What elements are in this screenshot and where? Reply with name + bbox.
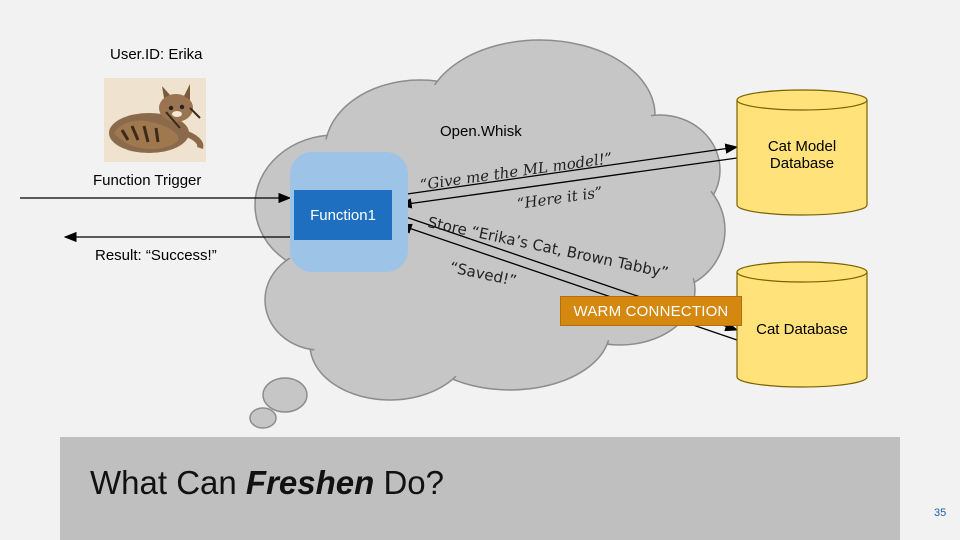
user-id-label: User.ID: Erika bbox=[110, 46, 203, 63]
cat-database-label: Cat Database bbox=[756, 321, 848, 338]
result-label: Result: “Success!” bbox=[95, 247, 217, 264]
function-trigger-label: Function Trigger bbox=[93, 172, 202, 189]
warm-connection-badge: WARM CONNECTION bbox=[560, 296, 742, 326]
openwhisk-label: Open.Whisk bbox=[440, 123, 522, 140]
banner-title-prefix: What Can bbox=[90, 464, 246, 501]
cat-database bbox=[736, 261, 868, 388]
banner-title-emphasis: Freshen bbox=[245, 464, 375, 501]
return-model-arrow bbox=[398, 157, 738, 209]
page-number: 35 bbox=[934, 507, 947, 519]
banner-title: What Can Freshen Do? bbox=[90, 464, 444, 502]
bottom-banner bbox=[60, 437, 900, 540]
cat-model-database-label: Cat Model Database bbox=[767, 138, 837, 172]
cat-model-database bbox=[736, 89, 868, 216]
banner-title-suffix: Do? bbox=[374, 464, 444, 501]
cat-photo bbox=[104, 78, 206, 162]
request-model-arrow bbox=[399, 143, 739, 196]
function1-box[interactable]: Function1 bbox=[294, 190, 392, 240]
